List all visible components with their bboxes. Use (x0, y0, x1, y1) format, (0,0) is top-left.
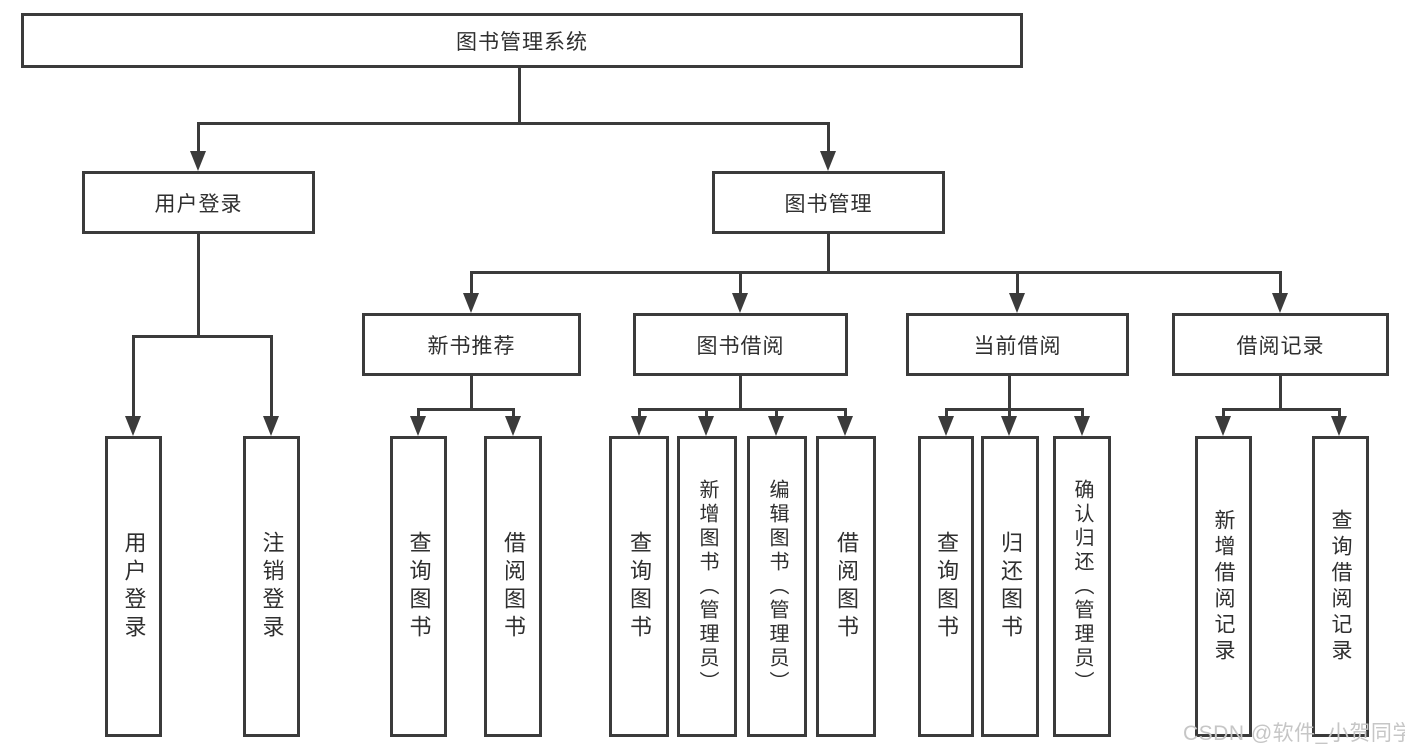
leaf-bb-query-book: 查询图书 (609, 436, 669, 737)
connector-drop-nb-query (417, 408, 420, 418)
node-user-login: 用户登录 (82, 171, 315, 234)
arrowhead-br-add (1215, 416, 1231, 436)
leaf-cb-confirm-return-admin: 确认归还（管理员） (1053, 436, 1111, 737)
node-book-management: 图书管理 (712, 171, 945, 234)
connector-drop-user-login (197, 122, 200, 153)
arrowhead-br-query (1331, 416, 1347, 436)
leaf-cb-return-book: 归还图书 (981, 436, 1039, 737)
connector-user-login-rail (132, 335, 273, 338)
leaf-user-login-label: 用户登录 (121, 530, 147, 643)
leaf-cb-confirm-return-admin-label: 确认归还（管理员） (1071, 478, 1093, 695)
connector-drop-cb-confirm (1081, 408, 1084, 418)
connector-drop-book-borrow (739, 271, 742, 294)
connector-book-borrow-stem (739, 376, 742, 408)
connector-drop-nb-borrow (512, 408, 515, 418)
connector-current-borrow-stem (1008, 376, 1011, 408)
connector-drop-br-add (1222, 408, 1225, 418)
arrowhead-bb-borrow (837, 416, 853, 436)
node-book-management-label: 图书管理 (784, 192, 873, 216)
leaf-bb-add-book-admin: 新增图书（管理员） (677, 436, 737, 737)
connector-drop-cb-query (945, 408, 948, 418)
leaf-cb-query-book: 查询图书 (918, 436, 974, 737)
connector-current-borrow-rail (945, 408, 1084, 411)
leaf-br-query-record: 查询借阅记录 (1312, 436, 1369, 737)
leaf-bb-query-book-label: 查询图书 (627, 530, 652, 643)
node-root-label: 图书管理系统 (456, 30, 588, 54)
node-book-borrow-label: 图书借阅 (696, 334, 785, 358)
arrowhead-cb-query (938, 416, 954, 436)
arrowhead-nb-query (410, 416, 426, 436)
leaf-br-add-record: 新增借阅记录 (1195, 436, 1252, 737)
connector-book-management-rail (470, 271, 1282, 274)
leaf-nb-query-book-label: 查询图书 (406, 530, 432, 643)
connector-user-login-stem (197, 234, 200, 335)
connector-drop-bb-add (705, 408, 708, 418)
arrowhead-nb-borrow (505, 416, 521, 436)
connector-drop-bb-borrow (844, 408, 847, 418)
csdn-watermark: CSDN @软件_小贺同学 (1183, 722, 1405, 745)
connector-drop-new-book (470, 271, 473, 294)
arrowhead-cb-confirm (1074, 416, 1090, 436)
arrowhead-leaf-login (125, 416, 141, 436)
connector-drop-bb-edit (775, 408, 778, 418)
leaf-nb-borrow-book-label: 借阅图书 (501, 530, 526, 643)
arrowhead-cb-return (1001, 416, 1017, 436)
arrowhead-new-book (463, 293, 479, 313)
node-new-book-recommend-label: 新书推荐 (427, 334, 516, 358)
connector-book-management-stem (827, 234, 830, 271)
connector-drop-current-borrow (1016, 271, 1019, 294)
connector-new-book-stem (470, 376, 473, 408)
connector-drop-borrow-record (1279, 271, 1282, 294)
leaf-bb-borrow-book-label: 借阅图书 (834, 530, 859, 643)
arrowhead-current-borrow (1009, 293, 1025, 313)
connector-root-rail (197, 122, 830, 125)
arrowhead-borrow-record (1272, 293, 1288, 313)
leaf-bb-add-book-admin-label: 新增图书（管理员） (696, 478, 718, 695)
leaf-br-query-record-label: 查询借阅记录 (1329, 508, 1352, 665)
connector-root-stem (518, 68, 521, 122)
arrowhead-book-management (820, 151, 836, 171)
node-borrow-record-label: 借阅记录 (1236, 334, 1325, 358)
leaf-nb-query-book: 查询图书 (390, 436, 447, 737)
leaf-bb-borrow-book: 借阅图书 (816, 436, 876, 737)
leaf-logout: 注销登录 (243, 436, 300, 737)
arrowhead-bb-edit (768, 416, 784, 436)
arrowhead-bb-query (631, 416, 647, 436)
connector-drop-br-query (1338, 408, 1341, 418)
arrowhead-bb-add (698, 416, 714, 436)
connector-book-borrow-rail (638, 408, 847, 411)
leaf-logout-label: 注销登录 (259, 530, 285, 643)
arrowhead-user-login (190, 151, 206, 171)
leaf-cb-query-book-label: 查询图书 (934, 530, 959, 643)
connector-borrow-record-stem (1279, 376, 1282, 408)
leaf-bb-edit-book-admin-label: 编辑图书（管理员） (766, 478, 788, 695)
node-borrow-record: 借阅记录 (1172, 313, 1389, 376)
connector-borrow-record-rail (1222, 408, 1341, 411)
leaf-cb-return-book-label: 归还图书 (998, 530, 1023, 643)
leaf-br-add-record-label: 新增借阅记录 (1212, 508, 1235, 665)
connector-drop-book-management (827, 122, 830, 153)
node-user-login-label: 用户登录 (154, 192, 243, 216)
connector-new-book-rail (417, 408, 515, 411)
node-book-borrow: 图书借阅 (633, 313, 848, 376)
node-root: 图书管理系统 (21, 13, 1023, 68)
node-new-book-recommend: 新书推荐 (362, 313, 581, 376)
connector-drop-leaf-logout (270, 335, 273, 418)
connector-drop-bb-query (638, 408, 641, 418)
node-current-borrow: 当前借阅 (906, 313, 1129, 376)
arrowhead-leaf-logout (263, 416, 279, 436)
arrowhead-book-borrow (732, 293, 748, 313)
connector-drop-cb-return (1008, 408, 1011, 418)
leaf-bb-edit-book-admin: 编辑图书（管理员） (747, 436, 807, 737)
connector-drop-leaf-login (132, 335, 135, 418)
leaf-user-login: 用户登录 (105, 436, 162, 737)
node-current-borrow-label: 当前借阅 (973, 334, 1062, 358)
leaf-nb-borrow-book: 借阅图书 (484, 436, 542, 737)
